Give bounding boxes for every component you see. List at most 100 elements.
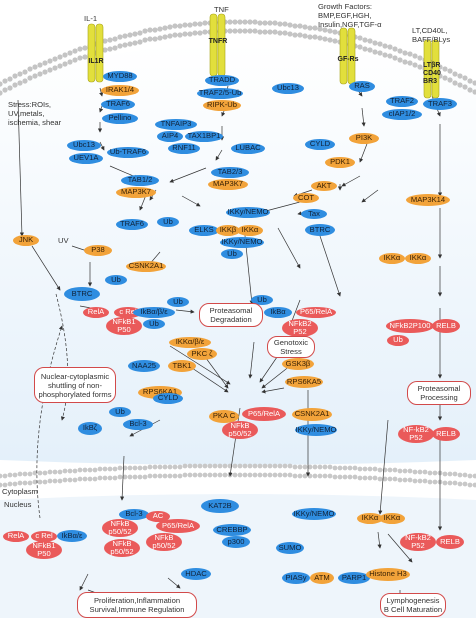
node-nfkb2p100: NFkB2P100 [386, 319, 434, 333]
node-pdk1: PDK1 [325, 156, 355, 168]
node-ub3: Ub [105, 275, 127, 285]
node-ikka5: IKKα [379, 512, 405, 524]
node-aip4: AIP4 [157, 130, 183, 142]
node-tax: Tax [301, 209, 327, 219]
node-kat2b: KAT2B [201, 499, 239, 513]
node-ubc13a: Ubc13 [67, 139, 101, 151]
node-ikkyn4: IKKy/NEMO [292, 508, 336, 520]
node-traf3: TRAF3 [423, 98, 457, 110]
node-ub1: Ub [157, 217, 179, 227]
arrow-47 [261, 387, 285, 394]
node-sumo: SUMO [276, 542, 304, 554]
node-p300: p300 [222, 536, 250, 548]
node-btrc1: BTRC [64, 287, 100, 301]
arrow-35 [175, 309, 195, 314]
node-uev1a: UEV1A [69, 152, 103, 164]
arrow-21 [361, 189, 379, 203]
node-p65rela3: P65/RelA [156, 519, 200, 533]
node-ub6: Ub [251, 295, 273, 305]
node-hdac: HDAC [181, 568, 211, 580]
ltbr-helix-a [423, 39, 432, 99]
node-traf6a: TRAF6 [101, 98, 135, 110]
node-ac: AC [146, 510, 170, 522]
ligand-tnf: TNF [214, 5, 229, 14]
node-akt: AKT [311, 181, 337, 191]
arrow-16 [341, 175, 361, 187]
node-relb2: RELB [432, 427, 460, 441]
node-ubtraf6: Ub-TRAF6 [107, 146, 149, 158]
node-ub5: Ub [143, 319, 165, 329]
node-ikka2: IKKα [379, 252, 405, 264]
il1r-helix-b [95, 23, 104, 83]
arrow-38 [277, 227, 301, 269]
node-naa25: NAA25 [128, 360, 160, 372]
node-ikka3: IKKα [405, 252, 431, 264]
receptor-il1r: IL1R [88, 58, 104, 65]
arrow-49 [228, 407, 241, 477]
node-cyld1: CYLD [305, 138, 335, 150]
gfrs-helix-a [339, 27, 348, 85]
arrow-10 [169, 167, 207, 183]
node-pkac: PKA C [209, 409, 239, 423]
uv-label: UV [58, 236, 69, 245]
receptor-tnfr: TNFR [208, 38, 228, 45]
arrow-9 [215, 149, 223, 161]
node-ub4: Ub [167, 297, 189, 307]
node-pellino: Pellino [102, 112, 138, 124]
node-ripkub: RIPK-Ub [203, 99, 241, 111]
receptors [87, 13, 440, 99]
node-bcl3b: Bcl-3 [119, 508, 149, 520]
node-map3k7b: MAP3K7 [208, 178, 248, 190]
cytoplasm-label: Cytoplasm [2, 487, 38, 496]
node-ikka1: IKKα [237, 224, 263, 236]
node-ub8: Ub [109, 407, 131, 417]
node-ub7: Ub [387, 334, 409, 346]
node-cot: COT [293, 193, 319, 203]
node-btrc2: BTRC [305, 224, 335, 236]
node-ikbab1: IkBα/β/ε [133, 306, 175, 318]
node-piasy: PIASy [282, 572, 310, 584]
node-ikbae: IkBα/ε [57, 530, 87, 542]
node-ciap: cIAP1/2 [382, 108, 422, 120]
node-tab23: TAB2/3 [211, 166, 249, 178]
nuclear-membrane [0, 463, 476, 488]
node-p38: P38 [84, 244, 112, 256]
node-jnk: JNK [13, 234, 39, 246]
ligand-growth-factors: Growth Factors:BMP,EGF,HGH,Insulin,NGF,T… [318, 2, 382, 29]
ligand-lt: LT,CD40L,BAFF/BLys [412, 26, 451, 44]
arrow-57 [167, 577, 181, 589]
arrow-42 [191, 367, 229, 393]
node-map3k14: MAP3K14 [406, 194, 450, 206]
arrow-12 [181, 195, 201, 207]
node-rnf11: RNF11 [168, 142, 200, 154]
node-relb1: RELB [432, 319, 460, 333]
node-gsk3b: GSK3β [282, 358, 314, 370]
arrow-43 [169, 345, 231, 385]
node-traf25ub: TRAF2/5-Ub [197, 87, 243, 99]
node-irak: IRAK1/4 [101, 84, 139, 96]
il1r-helix-a [87, 23, 96, 83]
node-csnk2a1a: CSNK2A1 [126, 260, 166, 272]
node-tax1bp1: TAX1BP1 [185, 130, 223, 142]
node-csnk2a1b: CSNK2A1 [292, 407, 332, 421]
node-crebbp: CREBBP [213, 524, 251, 536]
arrow-44 [248, 341, 255, 379]
node-p65rela1: P65/RelA [296, 306, 336, 318]
arrow-3 [99, 141, 105, 151]
node-ikkb1: IKKβ [216, 224, 240, 236]
arrow-30 [31, 245, 61, 291]
node-tradd: TRADD [205, 74, 239, 86]
stress-label: Stress:ROIs,UV,metals,ischemia, shear [8, 100, 62, 127]
node-ub2: Ub [221, 249, 243, 259]
